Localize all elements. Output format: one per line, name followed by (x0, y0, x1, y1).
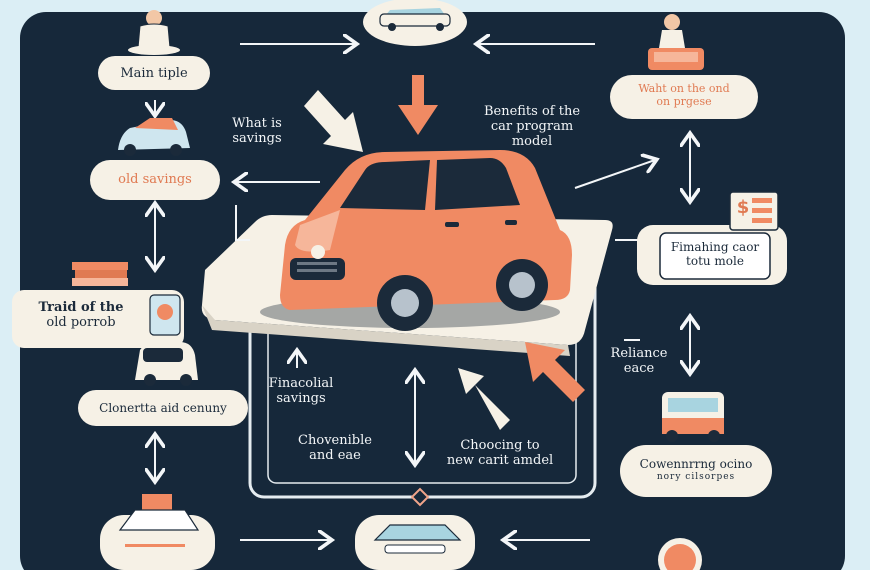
coin-icon (658, 538, 702, 570)
what-is-line2: savings (232, 131, 282, 146)
central-car (260, 150, 572, 331)
compact-car-left (135, 342, 198, 386)
main-tiple-label: Main tiple (120, 66, 188, 81)
dollar-board (729, 191, 779, 231)
bottom-center-car (355, 515, 475, 570)
dollar-icon: $ (736, 197, 750, 218)
benefits-line2: car program (490, 119, 574, 134)
trade-node (12, 290, 184, 348)
financing-card (659, 232, 771, 280)
connector-arrows (155, 44, 690, 540)
choosing-line2: new carit amdel (446, 453, 554, 468)
old-savings-label: old savings (118, 172, 192, 187)
reliance-label: Reliance eace (604, 346, 674, 376)
financial-savings-label: Finacolial savings (262, 376, 340, 406)
conv-option-node (620, 445, 772, 497)
convertible-label: Clonertta aid cenuny (99, 401, 227, 415)
top-down-arrow (398, 75, 438, 135)
no-sign-tile (149, 294, 181, 336)
trade-line1: Traid of the (38, 300, 124, 315)
trade-line2: old porrob (46, 315, 116, 330)
financial-line2: savings (276, 391, 326, 406)
diamond-connector (410, 487, 430, 507)
bottom-right-arrow (525, 342, 585, 402)
person-desk-right (648, 14, 704, 70)
benefits-line3: model (511, 134, 553, 149)
old-savings-car (118, 118, 190, 156)
conv-option-line2: nory cilsorpes (656, 472, 736, 482)
financing-label: Fimahing caor totu mole (662, 240, 768, 268)
what-is-arrow (304, 90, 363, 152)
person-reading-left (128, 10, 180, 55)
choosing-line1: Choocing to (460, 438, 540, 453)
wait-line1: Waht on the ond (638, 82, 730, 95)
bottom-left-car (100, 494, 215, 570)
financing-line1: Fimahing caor (670, 240, 760, 254)
what-is-label: What is savings (222, 116, 292, 146)
financing-line2: totu mole (686, 254, 744, 268)
wait-line2: on prgese (656, 95, 712, 108)
suv-right (662, 392, 724, 442)
choveniable-line2: and eae (309, 448, 361, 463)
benefits-label: Benefits of the car program model (462, 104, 602, 149)
books-stack (72, 262, 128, 286)
wait-node (610, 75, 758, 119)
benefits-line1: Benefits of the (483, 104, 581, 119)
convertible-node (78, 390, 248, 426)
financial-line1: Finacolial (268, 376, 334, 391)
choveniable-label: Chovenible and eae (280, 433, 390, 463)
reliance-line1: Reliance (610, 346, 668, 361)
old-savings-node (90, 160, 220, 200)
main-tiple-node (98, 56, 210, 90)
reliance-line2: eace (623, 361, 655, 376)
conv-option-line1: Cowennrrng ocino (639, 457, 753, 471)
what-is-line1: What is (232, 116, 282, 131)
choveniable-line1: Chovenible (298, 433, 372, 448)
choosing-label: Choocing to new carit amdel (430, 438, 570, 468)
conv-option-label: Cowennrrng ocino nory cilsorpes (626, 457, 766, 482)
trade-label: Traid of the old porrob (16, 300, 146, 330)
choosing-arrow (458, 368, 510, 430)
top-car-node (363, 0, 467, 46)
wait-label: Waht on the ond on prgese (615, 82, 753, 108)
car-platform-edge (202, 305, 570, 356)
